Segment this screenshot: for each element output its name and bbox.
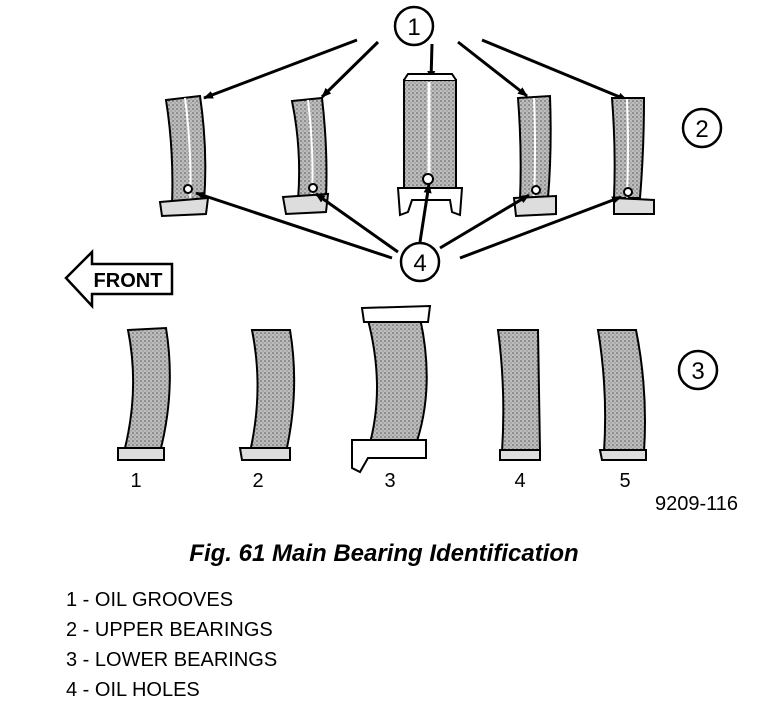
legend-item-oil-grooves: 1 - OIL GROOVES xyxy=(66,589,234,611)
svg-text:4: 4 xyxy=(413,250,426,277)
bearing-number-5: 5 xyxy=(619,470,630,492)
legend-item-upper-bearings: 2 - UPPER BEARINGS xyxy=(66,619,273,641)
bearing-number-3: 3 xyxy=(384,470,395,492)
legend-item-lower-bearings: 3 - LOWER BEARINGS xyxy=(66,649,278,671)
callout-2: 2 xyxy=(681,107,723,149)
bearing-number-4: 4 xyxy=(514,470,525,492)
upper-bearing-2 xyxy=(281,96,330,216)
oil-hole-arrows xyxy=(195,183,622,260)
upper-bearing-3 xyxy=(396,73,464,217)
oil-groove-arrows xyxy=(203,38,628,102)
callout-1: 1 xyxy=(393,5,435,47)
lower-bearing-4 xyxy=(496,329,542,461)
lower-bearing-2 xyxy=(238,329,296,461)
upper-bearing-1 xyxy=(158,94,210,218)
front-arrow: FRONT xyxy=(64,248,174,310)
callout-4: 4 xyxy=(399,241,441,283)
legend: 1 - OIL GROOVES 2 - UPPER BEARINGS 3 - L… xyxy=(66,585,277,705)
lower-bearing-3 xyxy=(351,304,432,474)
svg-text:1: 1 xyxy=(407,14,420,41)
bearing-number-2: 2 xyxy=(252,470,263,492)
bearing-diagram: 1 2 xyxy=(64,5,738,515)
bearing-numbers: 1 2 3 4 5 xyxy=(130,470,630,492)
upper-bearing-5 xyxy=(610,97,655,215)
legend-item-oil-holes: 4 - OIL HOLES xyxy=(66,679,200,701)
bearing-number-1: 1 xyxy=(130,470,141,492)
lower-bearing-1 xyxy=(117,326,171,461)
upper-bearing-4 xyxy=(512,94,557,218)
lower-bearing-5 xyxy=(596,329,647,461)
svg-text:FRONT: FRONT xyxy=(94,270,163,292)
callout-3: 3 xyxy=(677,349,719,391)
svg-text:3: 3 xyxy=(691,358,704,385)
figure-code: 9209-116 xyxy=(655,493,738,515)
figure-caption: Fig. 61 Main Bearing Identification xyxy=(189,540,579,567)
svg-text:2: 2 xyxy=(695,116,708,143)
